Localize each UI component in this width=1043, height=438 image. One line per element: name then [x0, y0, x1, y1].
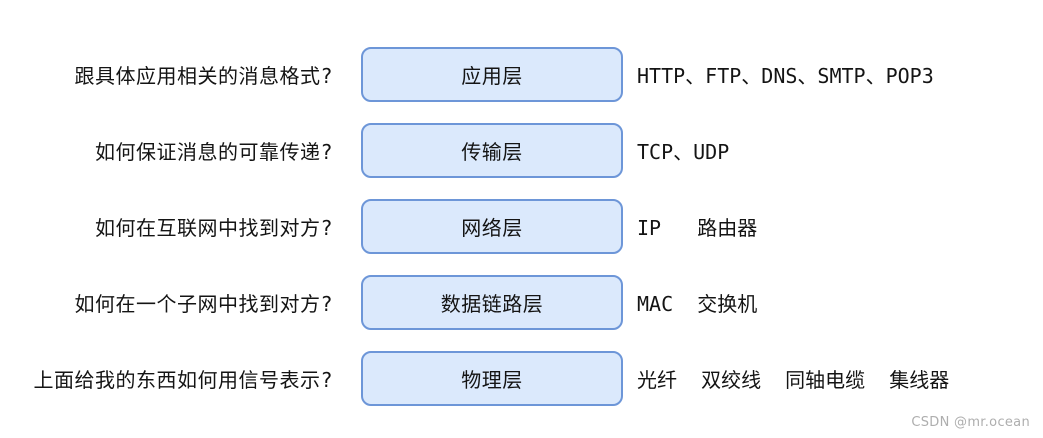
layer-protocols: 光纤 双绞线 同轴电缆 集线器 [637, 367, 950, 392]
layer-box-transport: 传输层 [361, 122, 623, 178]
layer-row-physical: 上面给我的东西如何用信号表示? 物理层 光纤 双绞线 同轴电缆 集线器 [0, 340, 1043, 416]
layer-row-transport: 如何保证消息的可靠传递? 传输层 TCP、UDP [0, 112, 1043, 188]
layer-question: 如何在互联网中找到对方? [94, 215, 333, 240]
layer-question: 跟具体应用相关的消息格式? [74, 63, 333, 88]
layer-label: 传输层 [461, 139, 523, 164]
layer-protocols: TCP、UDP [637, 139, 730, 164]
layer-question: 上面给我的东西如何用信号表示? [33, 367, 333, 392]
layer-box-datalink: 数据链路层 [361, 274, 623, 330]
layer-label: 数据链路层 [440, 291, 544, 316]
watermark: CSDN @mr.ocean [911, 415, 1030, 430]
layer-label: 应用层 [461, 63, 523, 88]
layer-question: 如何在一个子网中找到对方? [74, 291, 333, 316]
layer-protocols: IP 路由器 [637, 215, 758, 240]
layer-question: 如何保证消息的可靠传递? [94, 139, 333, 164]
layer-row-network: 如何在互联网中找到对方? 网络层 IP 路由器 [0, 188, 1043, 264]
layer-box-application: 应用层 [361, 46, 623, 102]
layer-row-application: 跟具体应用相关的消息格式? 应用层 HTTP、FTP、DNS、SMTP、POP3 [0, 36, 1043, 112]
layer-box-physical: 物理层 [361, 350, 623, 406]
layer-protocols: HTTP、FTP、DNS、SMTP、POP3 [637, 63, 934, 88]
layer-row-datalink: 如何在一个子网中找到对方? 数据链路层 MAC 交换机 [0, 264, 1043, 340]
layer-protocols: MAC 交换机 [637, 291, 758, 316]
layer-label: 网络层 [461, 215, 523, 240]
layer-label: 物理层 [461, 367, 523, 392]
layer-box-network: 网络层 [361, 198, 623, 254]
